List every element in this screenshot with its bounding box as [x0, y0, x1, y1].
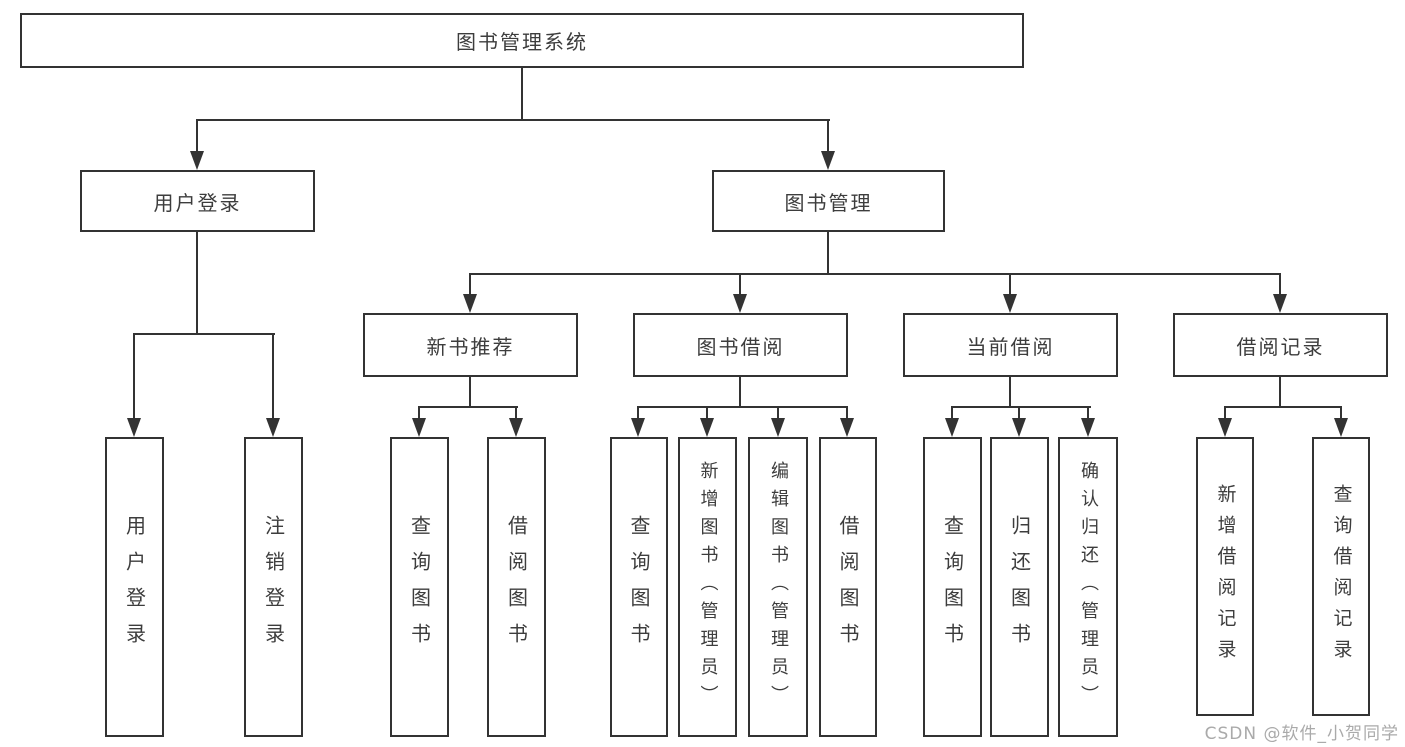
leaf-query-books-current: 查询图书	[923, 437, 982, 737]
node-user-login: 用户登录	[80, 170, 315, 232]
connector-line	[637, 406, 848, 408]
leaf-label: 编辑图书（管理员）	[768, 461, 789, 713]
arrow-down-icon	[631, 418, 645, 437]
leaf-label: 借阅图书	[504, 515, 529, 659]
leaf-label: 查询图书	[627, 515, 651, 659]
arrow-down-icon	[771, 418, 785, 437]
leaf-label: 新增借阅记录	[1214, 483, 1237, 670]
arrow-down-icon	[1003, 294, 1017, 313]
connector-line	[951, 406, 1091, 408]
node-label: 用户登录	[153, 190, 242, 215]
arrow-down-icon	[1081, 418, 1095, 437]
connector-line	[827, 232, 829, 275]
connector-line	[469, 377, 471, 408]
leaf-query-borrow-record: 查询借阅记录	[1312, 437, 1370, 716]
arrow-down-icon	[1334, 418, 1348, 437]
leaf-query-books-recommend: 查询图书	[390, 437, 449, 737]
connector-line	[827, 121, 829, 154]
arrow-down-icon	[127, 418, 141, 437]
arrow-down-icon	[840, 418, 854, 437]
connector-line	[196, 119, 830, 121]
arrow-down-icon	[266, 418, 280, 437]
leaf-label: 借阅图书	[836, 515, 860, 659]
leaf-label: 查询借阅记录	[1330, 483, 1353, 670]
arrow-down-icon	[190, 151, 204, 170]
connector-line	[637, 408, 639, 420]
arrow-down-icon	[1218, 418, 1232, 437]
connector-line	[1279, 275, 1281, 295]
connector-line	[515, 408, 517, 420]
connector-line	[133, 333, 275, 335]
arrow-down-icon	[509, 418, 523, 437]
leaf-return-books: 归还图书	[990, 437, 1049, 737]
leaf-borrow-books-recommend: 借阅图书	[487, 437, 546, 737]
leaf-query-books-borrowing: 查询图书	[610, 437, 668, 737]
connector-line	[133, 335, 135, 419]
connector-line	[1224, 408, 1226, 420]
csdn-watermark: CSDN @软件_小贺同学	[1204, 724, 1399, 744]
connector-line	[1340, 408, 1342, 420]
arrow-down-icon	[1273, 294, 1287, 313]
leaf-add-books-admin: 新增图书（管理员）	[678, 437, 737, 737]
connector-line	[1279, 377, 1281, 408]
node-book-management: 图书管理	[712, 170, 945, 232]
arrow-down-icon	[1012, 418, 1026, 437]
connector-line	[951, 408, 953, 420]
connector-line	[469, 275, 471, 295]
connector-line	[739, 275, 741, 295]
arrow-down-icon	[700, 418, 714, 437]
arrow-down-icon	[412, 418, 426, 437]
leaf-label: 归还图书	[1007, 515, 1032, 659]
leaf-confirm-return-admin: 确认归还（管理员）	[1058, 437, 1118, 737]
arrow-down-icon	[945, 418, 959, 437]
node-label: 图书借阅	[696, 334, 785, 359]
leaf-label: 注销登录	[261, 515, 286, 659]
leaf-logout: 注销登录	[244, 437, 303, 737]
node-book-borrowing: 图书借阅	[633, 313, 848, 377]
leaf-label: 查询图书	[407, 515, 432, 659]
node-current-borrowing: 当前借阅	[903, 313, 1118, 377]
leaf-add-borrow-record: 新增借阅记录	[1196, 437, 1254, 716]
leaf-label: 查询图书	[940, 515, 965, 659]
leaf-label: 新增图书（管理员）	[697, 461, 719, 713]
connector-line	[196, 232, 198, 335]
connector-line	[706, 408, 708, 420]
connector-line	[1087, 408, 1089, 420]
node-label: 图书管理	[784, 190, 873, 215]
node-library-system: 图书管理系统	[20, 13, 1024, 68]
leaf-edit-books-admin: 编辑图书（管理员）	[748, 437, 808, 737]
connector-line	[418, 406, 518, 408]
connector-line	[272, 335, 274, 419]
connector-line	[418, 408, 420, 420]
connector-line	[1018, 408, 1020, 420]
node-new-book-recommend: 新书推荐	[363, 313, 578, 377]
connector-line	[846, 408, 848, 420]
node-label: 当前借阅	[966, 334, 1055, 359]
arrow-down-icon	[463, 294, 477, 313]
connector-line	[196, 121, 198, 154]
connector-line	[469, 273, 1281, 275]
connector-line	[1224, 406, 1342, 408]
connector-line	[777, 408, 779, 420]
connector-line	[739, 377, 741, 408]
arrow-down-icon	[821, 151, 835, 170]
node-label: 新书推荐	[426, 334, 515, 359]
connector-line	[1009, 275, 1011, 295]
leaf-label: 确认归还（管理员）	[1078, 461, 1099, 713]
connector-line	[521, 68, 523, 121]
leaf-user-login: 用户登录	[105, 437, 164, 737]
leaf-label: 用户登录	[122, 515, 147, 659]
node-borrow-records: 借阅记录	[1173, 313, 1388, 377]
leaf-borrow-books: 借阅图书	[819, 437, 877, 737]
arrow-down-icon	[733, 294, 747, 313]
connector-line	[1009, 377, 1011, 408]
node-label: 借阅记录	[1236, 334, 1325, 359]
node-label: 图书管理系统	[456, 30, 588, 54]
